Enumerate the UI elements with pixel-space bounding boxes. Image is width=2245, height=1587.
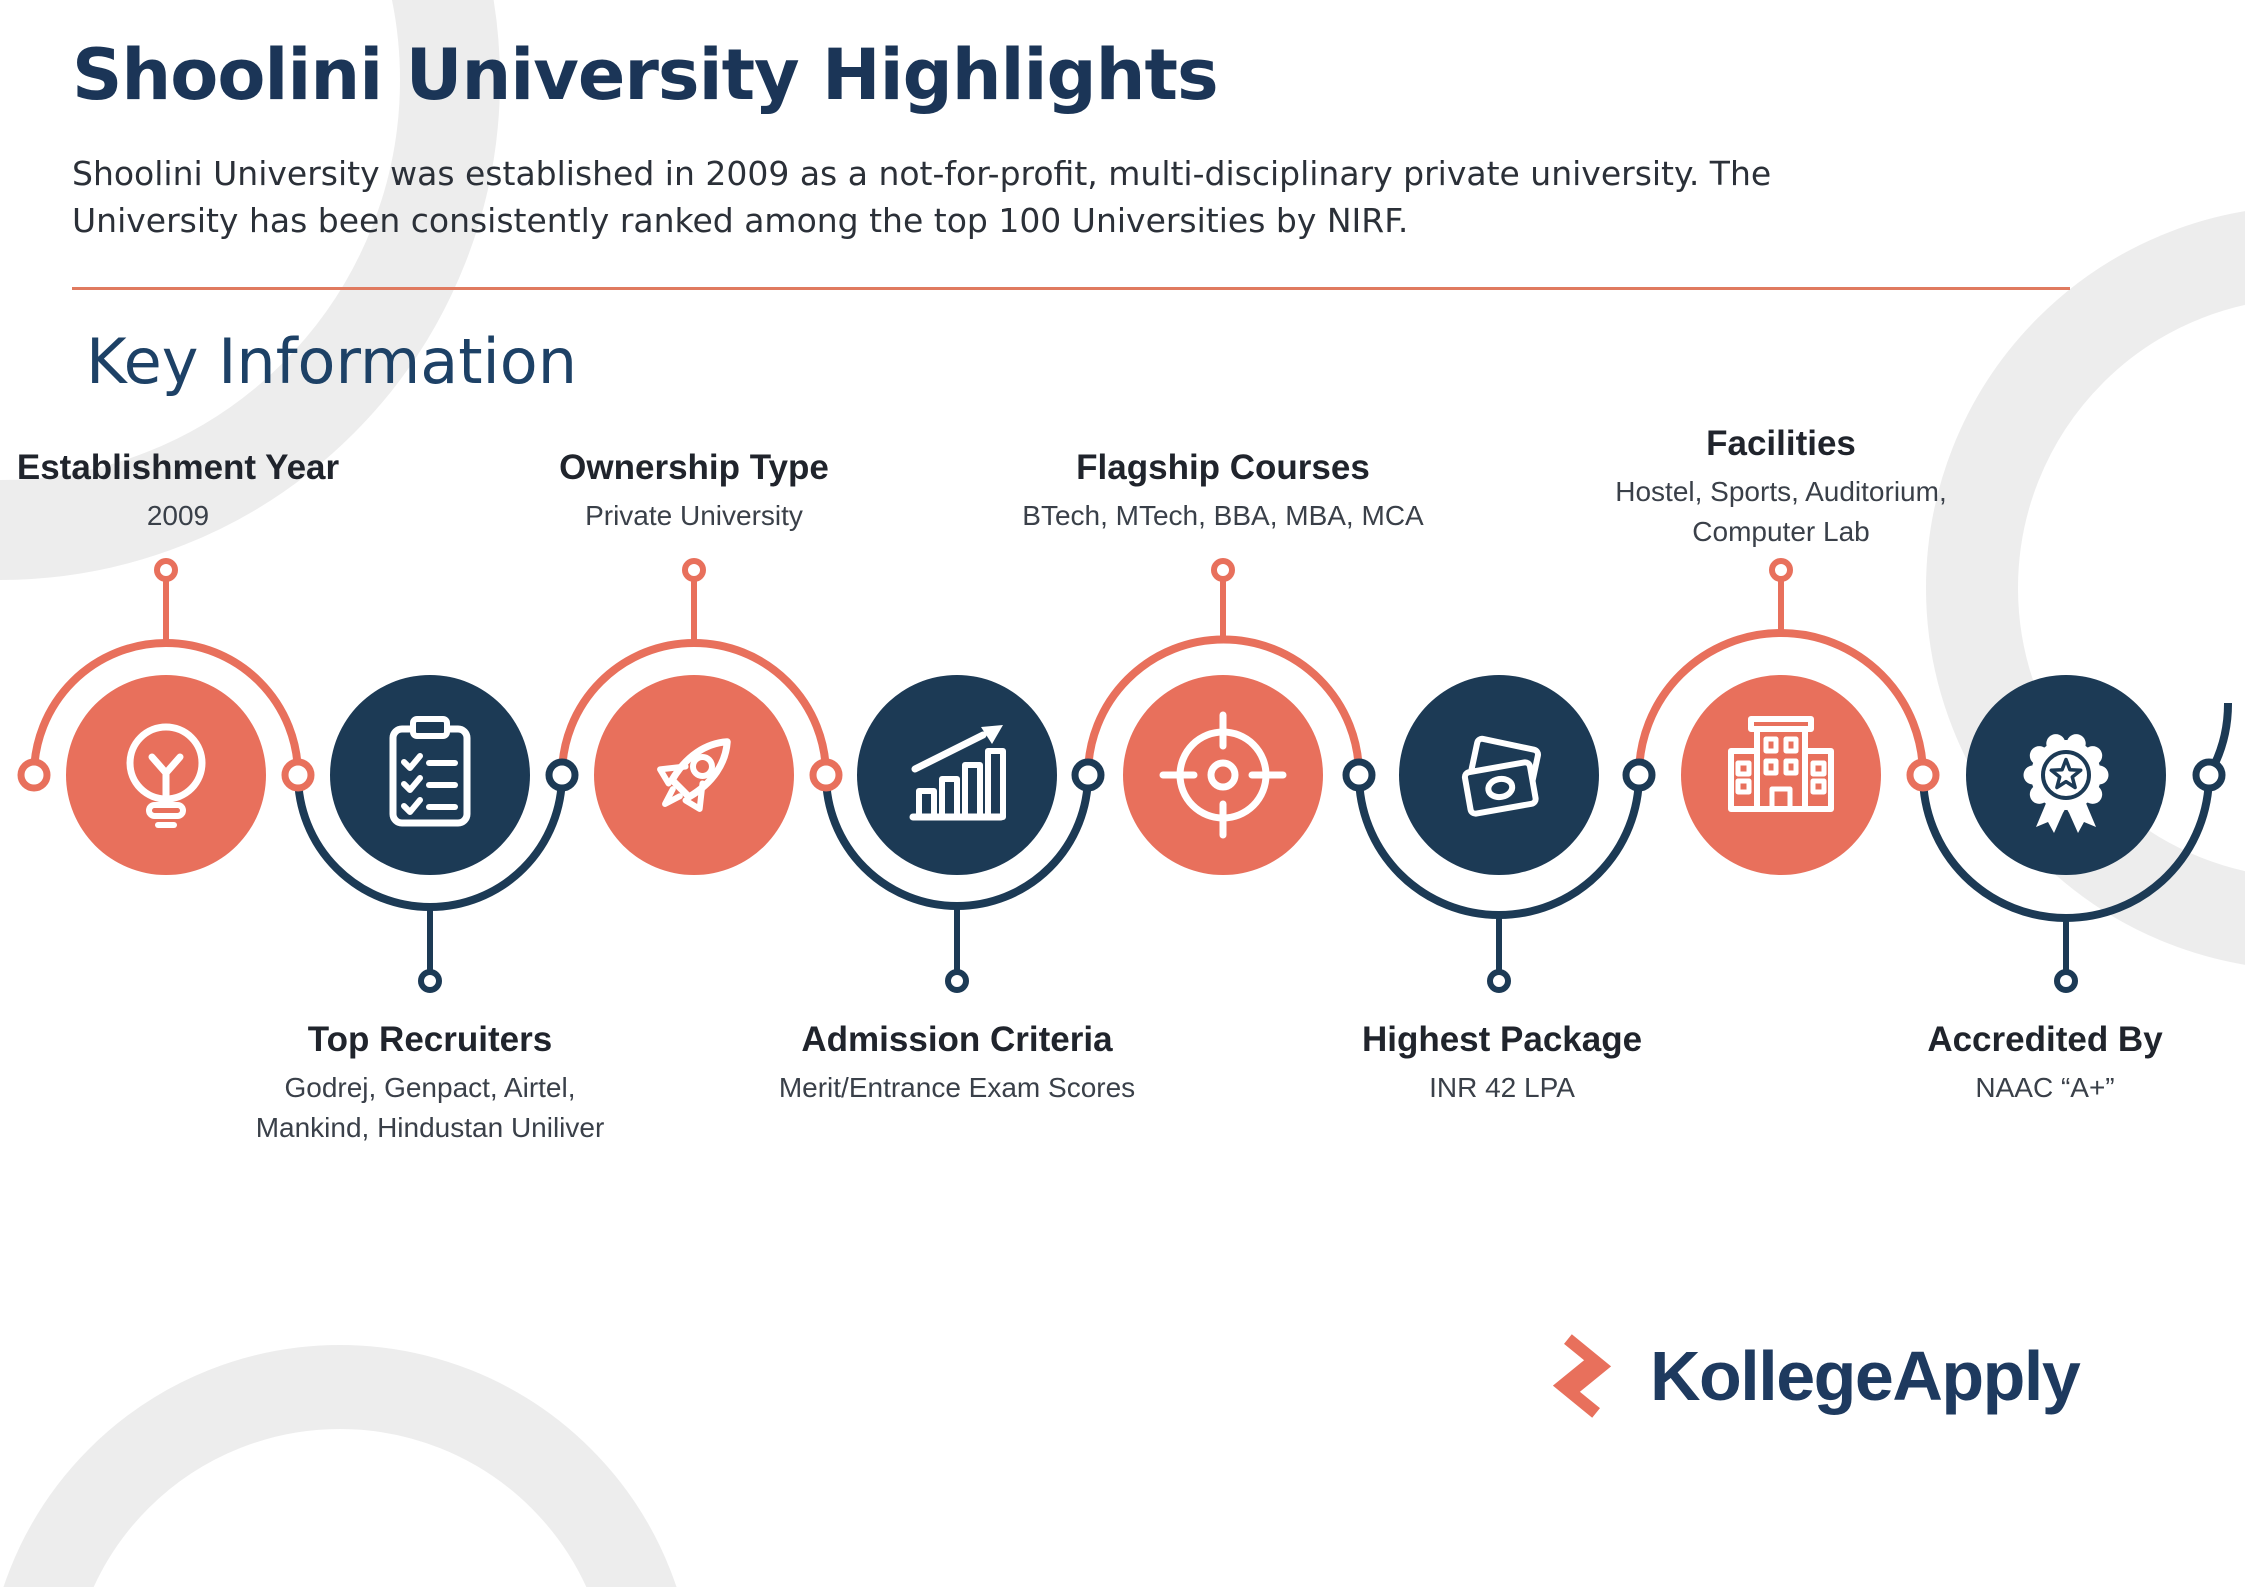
lightbulb-icon <box>126 723 206 828</box>
item-title: Highest Package <box>1361 1020 1643 1059</box>
right-ring-decoration <box>1926 211 2245 965</box>
timeline-junction-dots <box>17 758 2226 792</box>
growth-chart-icon <box>909 725 1006 821</box>
kollegeapply-chevron-icon <box>1552 1334 1612 1418</box>
item-title: Flagship Courses <box>1076 448 1370 487</box>
section-heading: Key Information <box>86 325 578 398</box>
item-value: 2009 <box>146 500 210 531</box>
item-label-flagship-courses: Flagship Courses BTech, MTech, BBA, MBA,… <box>978 448 1468 536</box>
item-title: Ownership Type <box>559 448 829 487</box>
item-value: BTech, MTech, BBA, MBA, MCA <box>1022 500 1424 531</box>
page-title: Shoolini University Highlights <box>72 34 1219 116</box>
subtitle-line-2: University has been consistently ranked … <box>72 201 1409 240</box>
item-label-highest-package: Highest Package INR 42 LPA <box>1257 1020 1747 1108</box>
divider-line <box>72 287 2070 290</box>
item-title: Establishment Year <box>16 448 340 487</box>
item-value: Hostel, Sports, Auditorium, Computer Lab <box>1615 476 1947 547</box>
item-label-accredited-by: Accredited By NAAC “A+” <box>1800 1020 2245 1108</box>
item-value: Merit/Entrance Exam Scores <box>778 1072 1136 1103</box>
brand-logo: KollegeApply <box>1540 1332 2081 1420</box>
subtitle-line-1: Shoolini University was established in 2… <box>72 154 1772 193</box>
item-label-facilities: Facilities Hostel, Sports, Auditorium, C… <box>1536 424 2026 552</box>
item-label-ownership-type: Ownership Type Private University <box>449 448 939 536</box>
item-value: Private University <box>585 500 803 531</box>
top-left-ring-decoration <box>0 0 500 580</box>
bottom-left-ring-decoration <box>3 1345 677 1587</box>
item-title: Top Recruiters <box>307 1020 553 1059</box>
award-rosette-icon <box>2023 734 2109 833</box>
item-label-admission-criteria: Admission Criteria Merit/Entrance Exam S… <box>712 1020 1202 1108</box>
page-subtitle: Shoolini University was established in 2… <box>72 150 1972 244</box>
item-label-top-recruiters: Top Recruiters Godrej, Genpact, Airtel, … <box>185 1020 675 1148</box>
item-title: Accredited By <box>1927 1020 2163 1059</box>
item-value: INR 42 LPA <box>1429 1072 1575 1103</box>
target-icon <box>1159 711 1287 839</box>
building-icon <box>1728 716 1834 812</box>
item-title: Facilities <box>1706 424 1856 463</box>
money-icon <box>1461 735 1541 817</box>
timeline-icon-circles <box>66 675 2166 875</box>
item-value: NAAC “A+” <box>1975 1072 2115 1103</box>
rocket-icon <box>657 738 731 812</box>
clipboard-checklist-icon <box>389 716 471 827</box>
item-value: Godrej, Genpact, Airtel, Mankind, Hindus… <box>255 1072 605 1143</box>
item-title: Admission Criteria <box>801 1020 1113 1059</box>
timeline-pins <box>154 558 2078 993</box>
item-label-establishment-year: Establishment Year 2009 <box>0 448 423 536</box>
brand-name: KollegeApply <box>1650 1337 2081 1415</box>
